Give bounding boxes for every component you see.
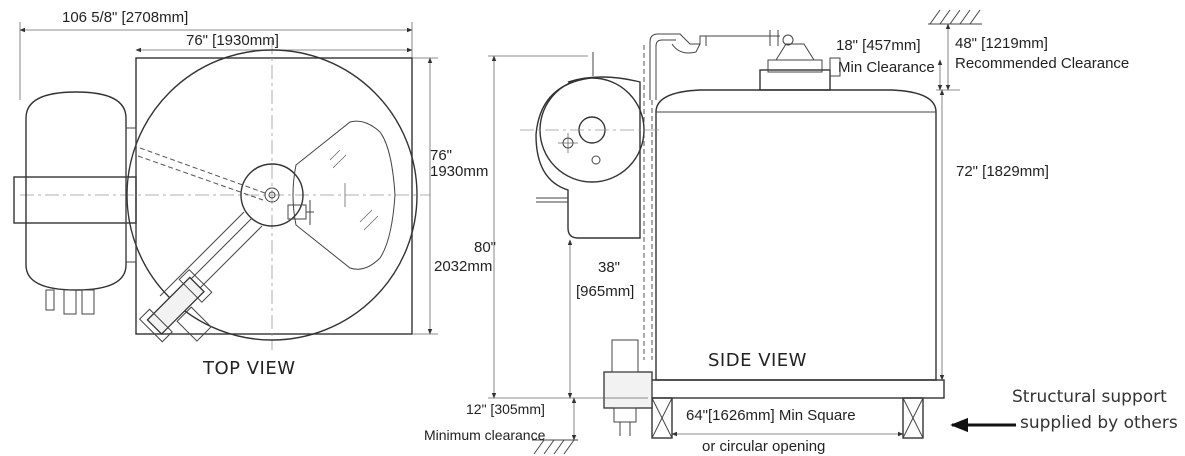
top-segment-plate [292, 120, 396, 270]
side-height-mm: 2032mm [434, 258, 492, 275]
opening-line-2: or circular opening [702, 438, 825, 455]
side-view: 80" 2032mm 38" [965mm] 72" [1829mm] 18" … [424, 9, 1129, 455]
side-inlet-mm: [965mm] [576, 283, 634, 300]
top-depth-mm: 1930mm [430, 163, 488, 180]
top-hub [240, 163, 304, 227]
ceiling-hatch [928, 9, 982, 25]
floor-hatch [532, 439, 578, 455]
side-drum [535, 76, 641, 239]
min-clearance-label: Min Clearance [838, 59, 935, 76]
side-support-left [651, 397, 673, 439]
top-view: 106 5/8" [2708mm] 76" [1930mm] [13, 9, 488, 379]
support-note-line2: supplied by others [1020, 413, 1178, 433]
side-base-frame [647, 379, 945, 399]
top-tank-circle [126, 49, 418, 341]
side-support-right [902, 397, 924, 439]
rec-clearance-value: 48" [1219mm] [955, 35, 1048, 52]
bottom-clearance-value: 12" [305mm] [466, 401, 545, 417]
side-top-pipe [649, 33, 780, 100]
side-bottom-pump [603, 371, 653, 409]
side-tank-height-label: 72" [1829mm] [956, 163, 1049, 180]
tank-width-label: 76" [1930mm] [186, 32, 279, 49]
side-height-in: 80" [474, 239, 496, 256]
top-side-tank-band [13, 176, 137, 224]
support-note-line1: Structural support [1012, 387, 1167, 407]
bottom-clearance-label: Minimum clearance [424, 427, 546, 443]
overall-width-label: 106 5/8" [2708mm] [62, 9, 188, 26]
side-view-label: SIDE VIEW [708, 350, 807, 371]
top-depth-in: 76" [430, 147, 452, 164]
rec-clearance-label: Recommended Clearance [955, 55, 1129, 72]
opening-line-1: 64"[1626mm] Min Square [686, 407, 856, 424]
min-clearance-value: 18" [457mm] [836, 37, 921, 54]
side-tank-body [655, 89, 937, 381]
support-note: Structural support supplied by others [950, 387, 1178, 433]
side-inlet-in: 38" [598, 259, 620, 276]
top-view-label: TOP VIEW [202, 358, 296, 379]
top-side-tank [25, 91, 127, 291]
